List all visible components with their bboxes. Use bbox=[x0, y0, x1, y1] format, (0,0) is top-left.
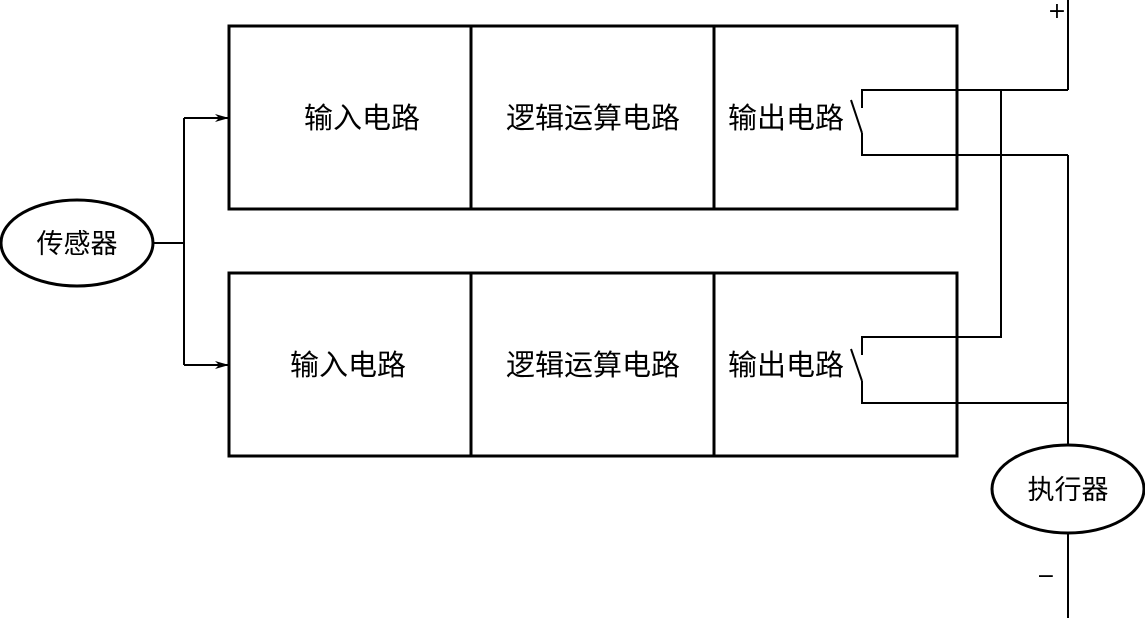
channel-2-box bbox=[227, 271, 959, 458]
actuator-node: 执行器 bbox=[990, 443, 1145, 535]
negative-terminal-label: − bbox=[1037, 564, 1055, 589]
sensor-wiring bbox=[153, 114, 229, 369]
output-contact-wiring bbox=[850, 0, 1069, 618]
channel-2-input-circuit: 输入电路 bbox=[290, 348, 406, 382]
channel-1-switch-contact bbox=[850, 99, 863, 134]
sensor-node: 传感器 bbox=[0, 198, 155, 288]
actuator-label: 执行器 bbox=[1028, 475, 1109, 506]
channel-2-logic-circuit: 逻辑运算电路 bbox=[506, 348, 680, 382]
channel-1-logic-circuit: 逻辑运算电路 bbox=[506, 101, 680, 135]
channel-1: 输入电路 逻辑运算电路 输出电路 bbox=[227, 24, 959, 211]
channel-1-input-circuit: 输入电路 bbox=[304, 101, 420, 135]
channel-2: 输入电路 逻辑运算电路 输出电路 bbox=[227, 271, 959, 458]
channel-1-box bbox=[227, 24, 959, 211]
channel-1-output-circuit: 输出电路 bbox=[728, 101, 844, 135]
positive-terminal-label: + bbox=[1048, 0, 1066, 24]
channel-2-output-circuit: 输出电路 bbox=[728, 348, 844, 382]
sensor-label: 传感器 bbox=[37, 229, 118, 260]
channel-2-switch-contact bbox=[850, 348, 863, 382]
